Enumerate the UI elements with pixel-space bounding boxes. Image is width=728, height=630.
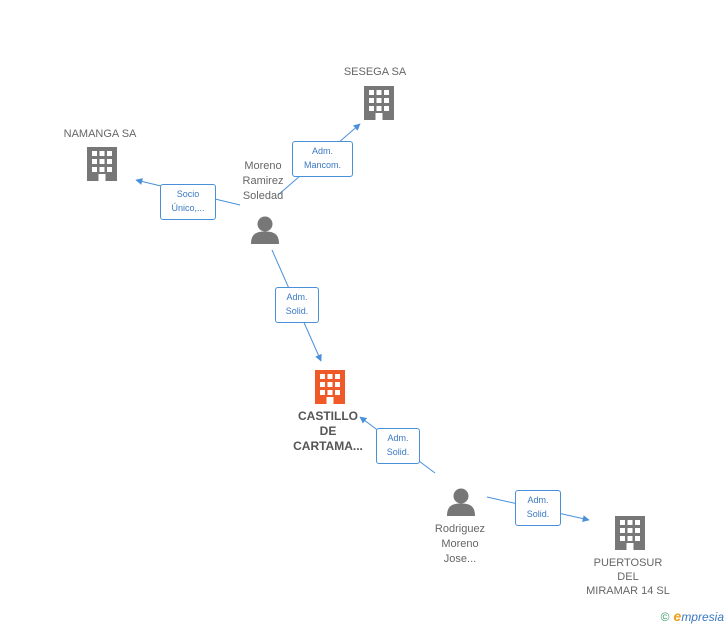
edge-label-moreno-namanga[interactable]: Socio Único,... [160, 184, 216, 220]
brand-name: mpresia [681, 610, 724, 624]
edge-label-moreno-castillo[interactable]: Adm. Solid. [275, 287, 319, 323]
copyright-symbol: © [660, 610, 670, 624]
node-label-moreno[interactable]: Moreno Ramirez Soledad [242, 160, 284, 202]
node-label-sesega[interactable]: SESEGA SA [343, 66, 407, 78]
empresia-logo: ©empresia [661, 608, 724, 624]
person-icon[interactable] [251, 216, 279, 245]
node-label-rodriguez[interactable]: Rodriguez Moreno Jose... [434, 523, 486, 565]
node-label-castillo[interactable]: CASTILLO DE CARTAMA... [293, 409, 363, 453]
building-icon[interactable] [364, 86, 394, 120]
building-icon[interactable] [615, 516, 645, 550]
person-icon[interactable] [447, 488, 475, 517]
node-label-puertosur[interactable]: PUERTOSUR DEL MIRAMAR 14 SL [586, 557, 670, 597]
edge-label-rodriguez-puertosur[interactable]: Adm. Solid. [515, 490, 561, 526]
building-icon[interactable] [87, 147, 117, 181]
building-icon[interactable] [315, 370, 345, 404]
edge-label-moreno-sesega[interactable]: Adm. Mancom. [292, 141, 353, 177]
node-label-namanga[interactable]: NAMANGA SA [63, 128, 137, 140]
edge-label-rodriguez-castillo[interactable]: Adm. Solid. [376, 428, 420, 464]
brand-initial: e [673, 608, 682, 624]
